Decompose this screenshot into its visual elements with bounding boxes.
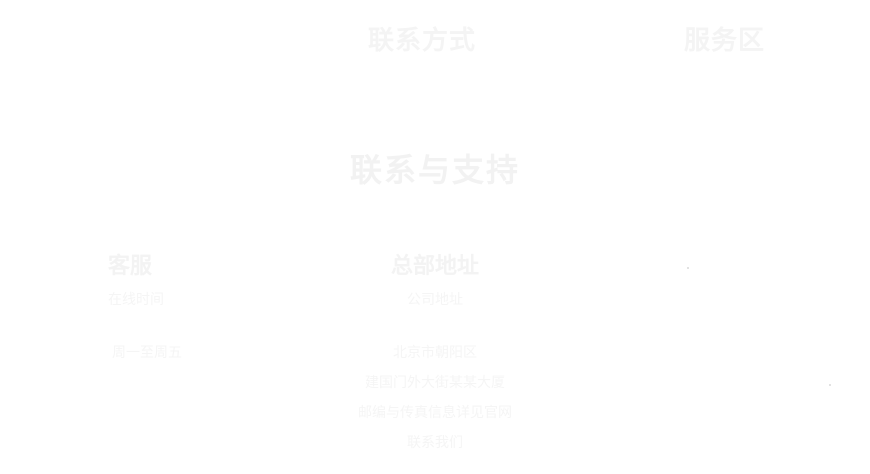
info-column-support: 客服 在线时间 周一至周五 xyxy=(108,252,308,368)
top-navigation: 联系方式 服务区 xyxy=(0,20,870,60)
decorative-dot xyxy=(687,267,689,269)
column-body-line: 北京市朝阳区 xyxy=(393,345,477,361)
column-subheading: 公司地址 xyxy=(407,292,463,308)
column-body: 北京市朝阳区 建国门外大街某某大厦 邮编与传真信息详见官网 联系我们 xyxy=(300,338,570,458)
column-body-line[interactable]: 联系我们 xyxy=(407,435,463,451)
column-heading: 总部地址 xyxy=(390,254,479,279)
decorative-dot xyxy=(829,384,831,386)
column-body-line: 邮编与传真信息详见官网 xyxy=(358,405,512,421)
column-body-line: 建国门外大街某某大厦 xyxy=(365,375,505,391)
nav-link-contact[interactable]: 联系方式 xyxy=(368,26,477,56)
column-heading: 客服 xyxy=(108,254,153,279)
column-body-line: 周一至周五 xyxy=(112,345,182,361)
nav-link-service-area[interactable]: 服务区 xyxy=(684,26,766,56)
info-column-address: 总部地址 公司地址 北京市朝阳区 建国门外大街某某大厦 邮编与传真信息详见官网 … xyxy=(300,252,570,458)
column-subheading: 在线时间 xyxy=(108,292,164,308)
column-body: 周一至周五 xyxy=(112,338,308,368)
page-title: 联系与支持 xyxy=(349,151,520,190)
